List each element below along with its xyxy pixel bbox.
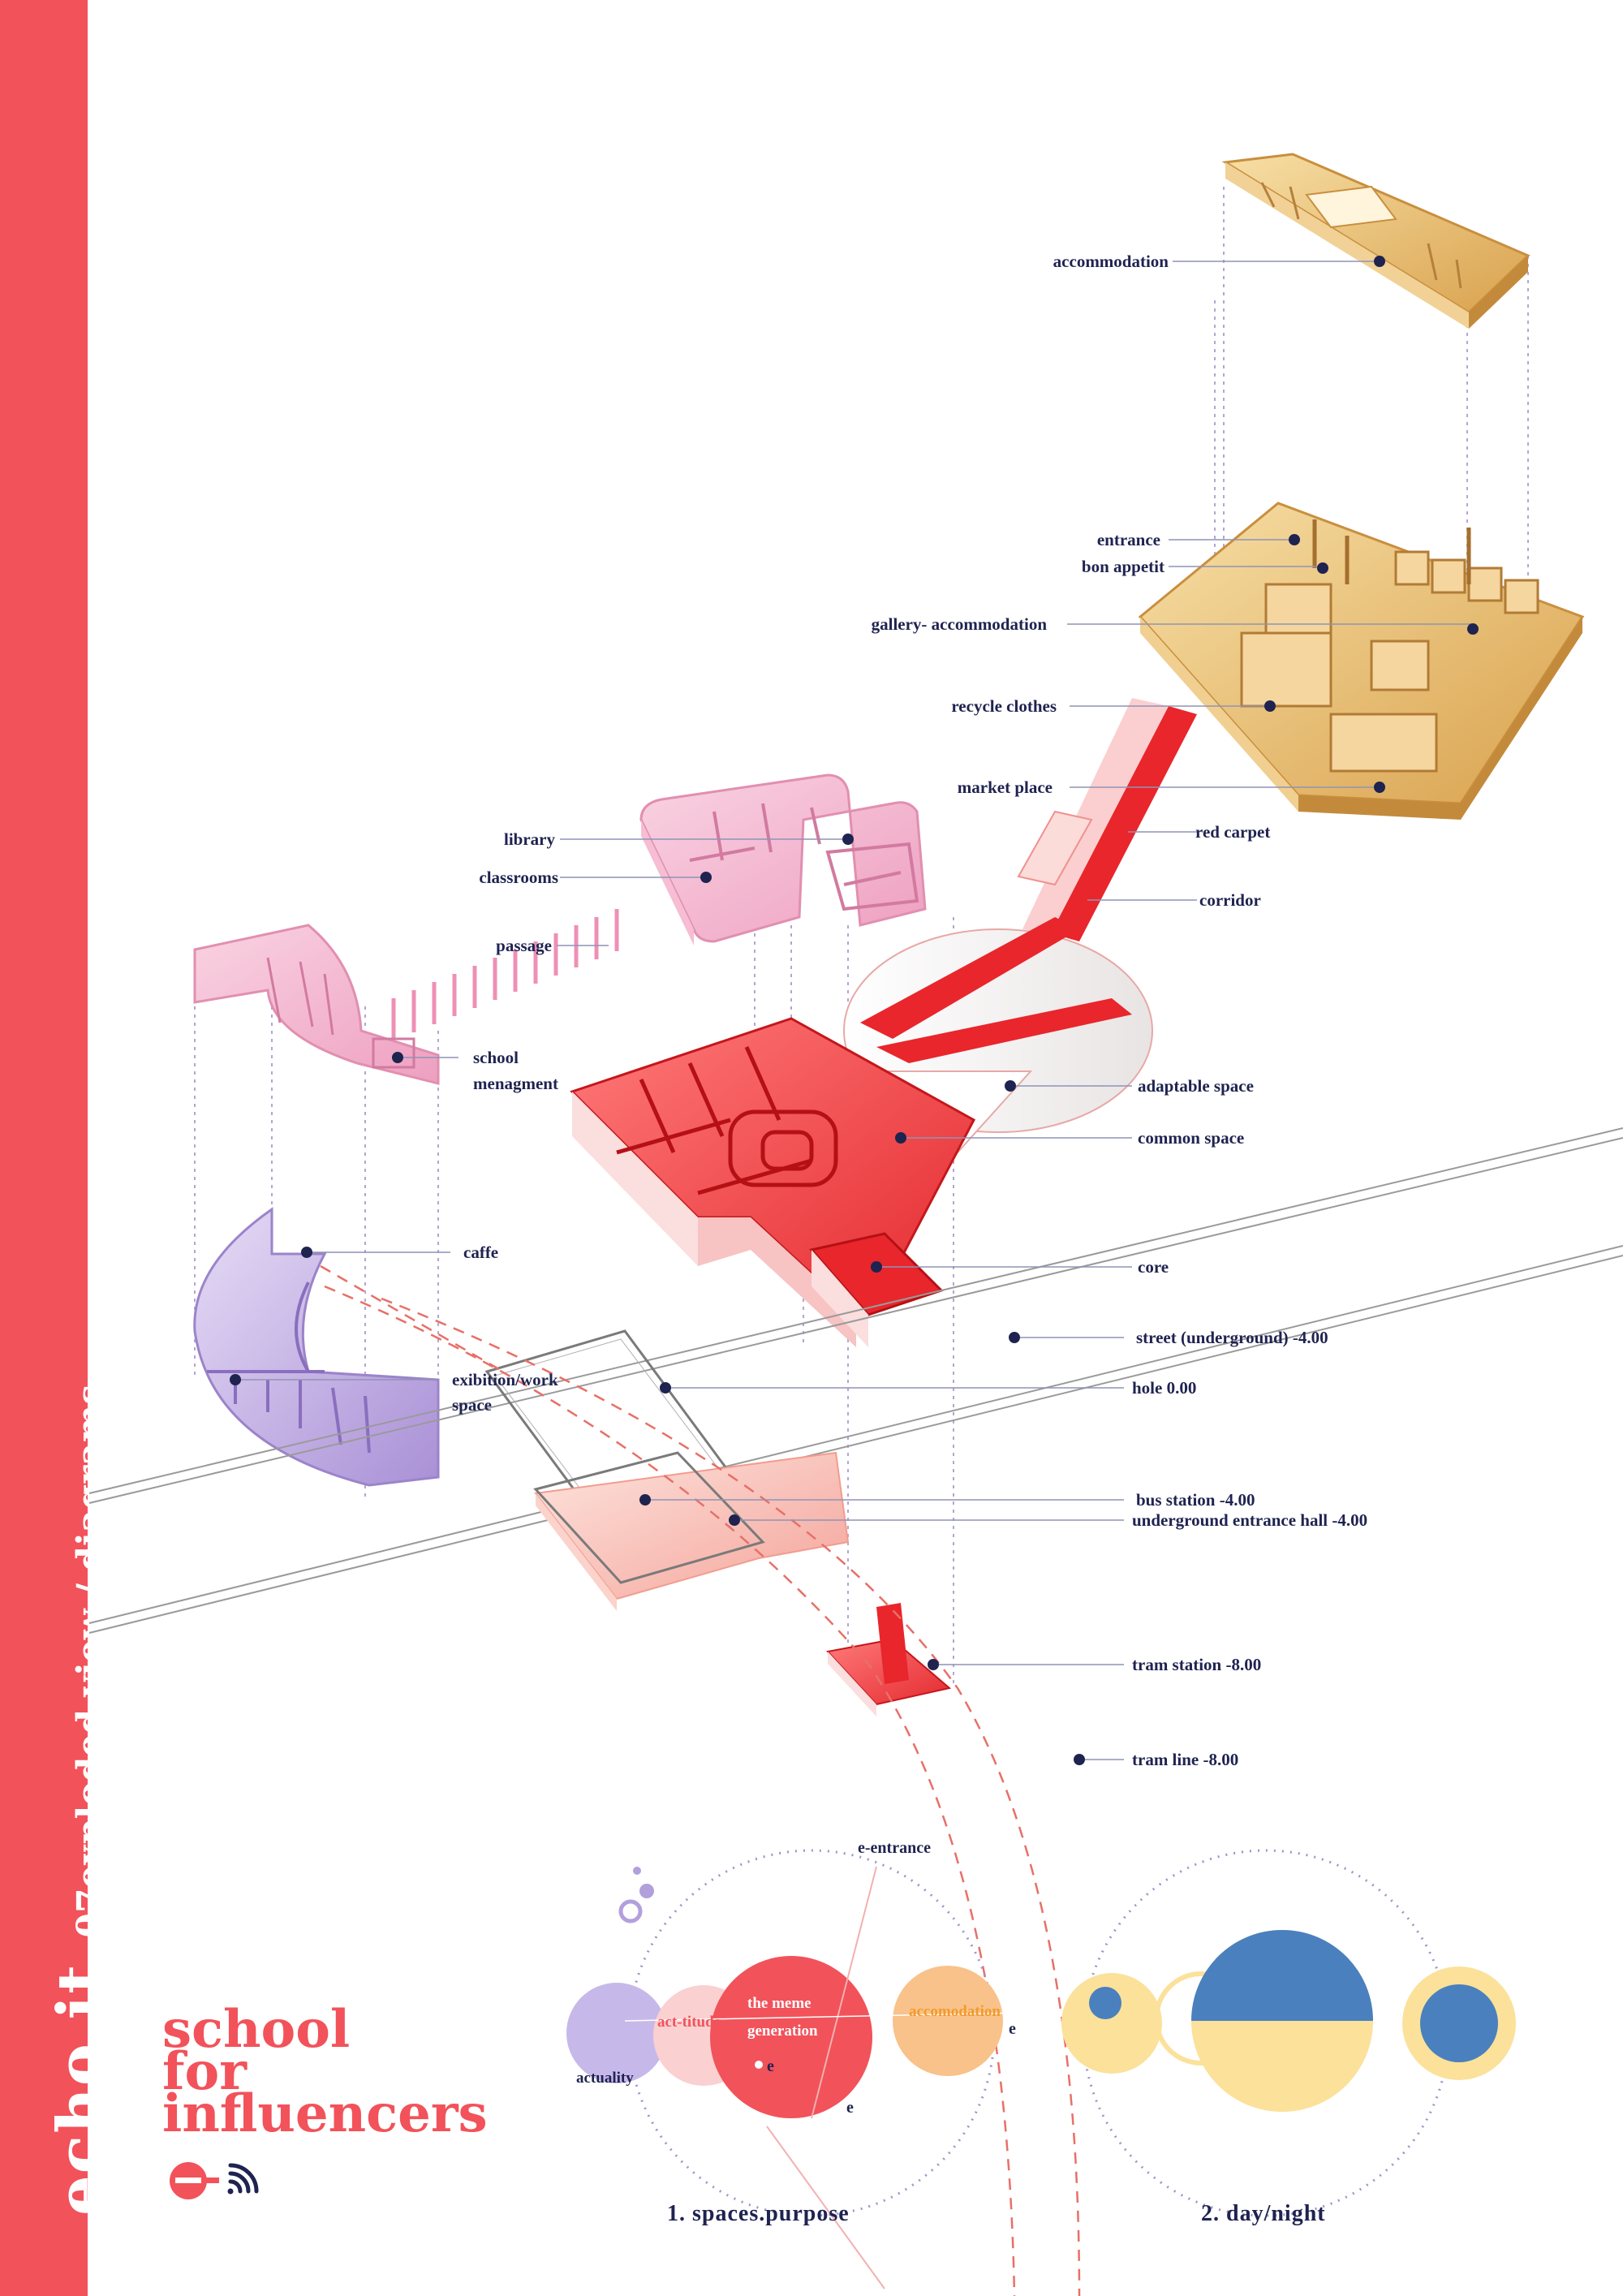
d1-e-entrance: e-entrance [858,1839,931,1857]
d1-e-1: e [1009,2020,1016,2038]
label-core: core [1138,1257,1169,1277]
label-bus-station: bus station -4.00 [1136,1490,1255,1510]
title-line-2: for [162,2041,247,2102]
title-line-3: influencers [162,2083,488,2144]
label-hole: hole 0.00 [1132,1378,1196,1398]
d1-meme-1: the meme [747,1995,812,2012]
side-bar: echo.it 07exploded view / diagrams [0,0,118,2296]
label-tram-station: tram station -8.00 [1132,1655,1261,1674]
label-street: street (underground) -4.00 [1136,1328,1328,1347]
label-dots [230,256,1479,1765]
label-caffe: caffe [463,1243,498,1262]
label-passage: passage [496,936,552,955]
gold-ground-floor [1138,502,1585,820]
wifi-signal-icon [227,2163,259,2195]
label-accommodation: accommodation [1053,252,1169,271]
echo-logo-icon [170,2162,259,2199]
label-bon-appetit: bon appetit [1082,557,1165,576]
label-tram-line: tram line -8.00 [1132,1750,1238,1769]
label-market-place: market place [958,778,1053,797]
leader-lines [235,261,1473,1760]
d2-caption: 2. day/night [1201,2201,1326,2226]
label-school-management-2: menagment [473,1074,558,1093]
accommodation-block [1221,153,1530,329]
street-lines [88,1127,1623,1634]
diagram-day-night: 2. day/night [1061,1849,1516,2226]
diagram-spaces-purpose: e-entrance actuality act-titude the meme… [566,1839,1023,2290]
label-underground-hall: underground entrance hall -4.00 [1132,1510,1367,1530]
red-main-block [570,1017,976,1347]
red-carpet-corridor [1017,698,1197,941]
label-red-carpet: red carpet [1195,822,1270,842]
labels: accommodation entrance bon appetit galle… [452,252,1367,1769]
school-management-block [193,924,440,1085]
d1-meme-2: generation [747,2022,818,2040]
label-gallery-accommodation: gallery- accommodation [872,614,1048,634]
school-for-influencers-title: school for influencers [162,1999,488,2144]
library-classrooms-block [639,773,927,946]
label-adaptable-space: adaptable space [1138,1076,1254,1096]
label-school-management-1: school [473,1048,519,1067]
d1-accomodation: accomodation [909,2003,1001,2020]
label-recycle-clothes: recycle clothes [951,696,1057,716]
d1-act-titude: act-titude [657,2014,721,2031]
label-exibition-2: space [452,1395,492,1415]
label-classrooms: classrooms [479,868,558,887]
label-exibition-1: exibition/work [452,1370,558,1389]
label-library: library [504,829,555,849]
d1-e-3: e [846,2099,854,2117]
caffe-exhibition-block [193,1207,440,1487]
d1-e-2: e [767,2057,774,2075]
label-common-space: common space [1138,1128,1244,1148]
bus-station-block [533,1451,850,1611]
passage [391,909,619,1039]
d1-caption: 1. spaces.purpose [667,2201,850,2226]
tram-station-block [826,1603,952,1717]
label-entrance: entrance [1097,530,1160,549]
label-corridor: corridor [1199,890,1261,910]
title-line-1: school [162,1999,351,2060]
d1-actuality: actuality [576,2070,634,2087]
